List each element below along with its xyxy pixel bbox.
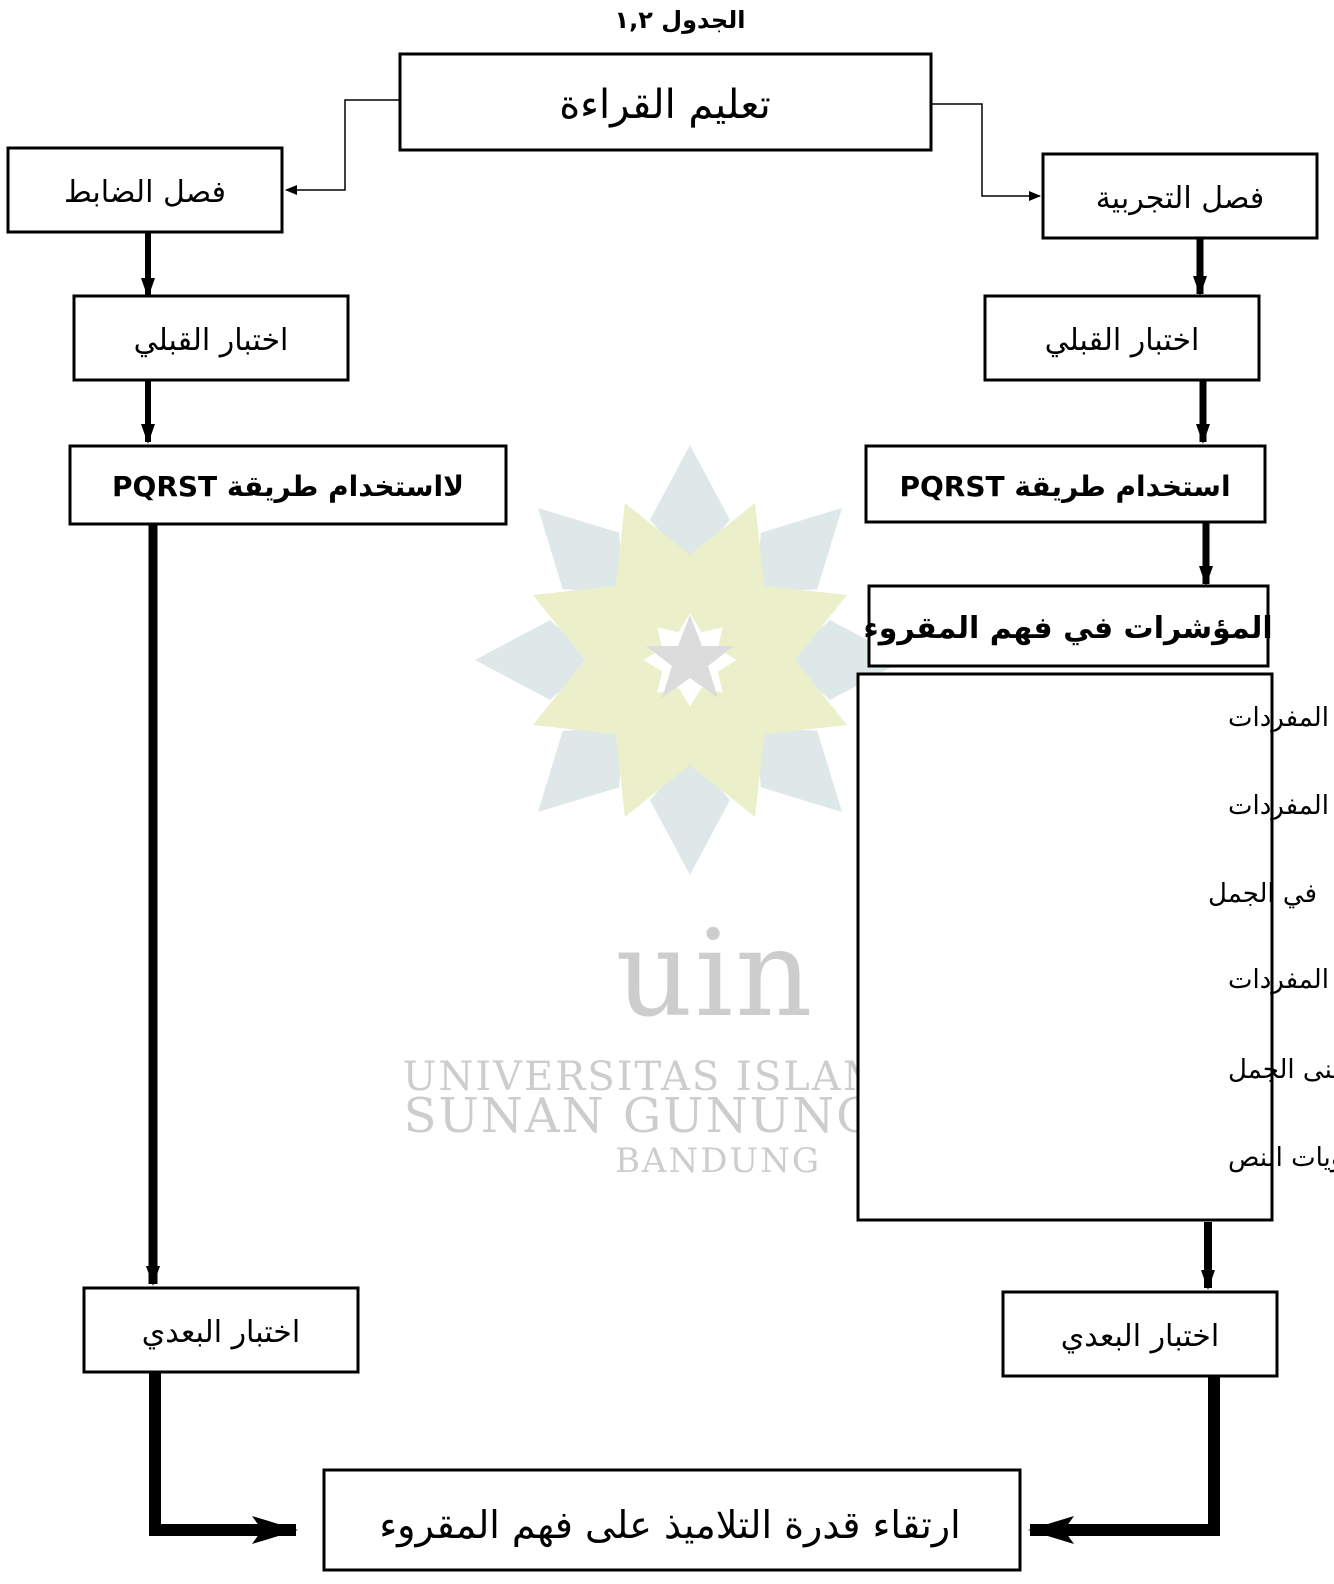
outcome-box — [322, 1468, 1022, 1572]
left-posttest-label: اختبار البعدي — [142, 1315, 300, 1350]
left-class-box — [6, 146, 284, 234]
right-posttest-box — [1001, 1290, 1279, 1378]
root-label: تعليم القراءة — [559, 82, 771, 128]
indicator-item: ٤. فهم معنى الجمل — [1228, 1055, 1334, 1085]
connector-root-left — [285, 99, 400, 195]
right-pretest-box — [983, 294, 1261, 382]
left-method-label: لااستخدام طريقة PQRST — [112, 470, 464, 503]
right-pretest-label: اختبار القبلي — [1045, 323, 1200, 358]
diagram-title: الجدول ١,٢ — [615, 6, 746, 34]
watermark-logo-text: uin — [616, 905, 815, 1044]
indicators-title: المؤشرات في فهم المقروء — [863, 611, 1272, 646]
left-pretest-box — [72, 294, 350, 382]
right-class-label: فصل التجربية — [1096, 181, 1265, 216]
connector-root-right — [931, 103, 1041, 201]
indicator-item: ٥. فهم محتويات النص — [1228, 1143, 1334, 1173]
indicators-title-box — [867, 584, 1270, 668]
watermark-line-2: SUNAN GUNUNG — [404, 1088, 877, 1144]
indicator-item: ١. معرفة تنوع المفردات — [1228, 703, 1334, 733]
right-posttest-label: اختبار البعدي — [1061, 1319, 1219, 1354]
indicator-item: في الجمل — [1208, 879, 1317, 909]
outcome-label: ارتقاء قدرة التلاميذ على فهم المقروء — [379, 1503, 960, 1548]
left-method-box — [68, 444, 508, 526]
arrow-right-posttest-outcome — [1028, 1376, 1220, 1544]
watermark-line-3: BANDUNG — [615, 1141, 821, 1181]
indicator-item: ٢. معرفة استخدام المفردات — [1228, 791, 1334, 821]
watermark-line-1: UNIVERSITAS ISLAM N — [403, 1054, 938, 1100]
left-pretest-label: اختبار القبلي — [134, 323, 289, 358]
right-method-box — [864, 444, 1267, 524]
arrow-left-posttest-outcome — [149, 1372, 298, 1544]
right-class-box — [1041, 152, 1319, 240]
left-class-label: فصل الضابط — [64, 175, 226, 210]
root-box — [398, 52, 933, 152]
indicator-item: ٣. مهرفة معاني المفردات — [1228, 965, 1334, 995]
left-posttest-box — [82, 1286, 360, 1374]
right-method-label: استخدام طريقة PQRST — [899, 470, 1230, 503]
indicators-list-box — [856, 672, 1274, 1222]
watermark-logo: uin UNIVERSITAS ISLAM N SUNAN GUNUNG BAN… — [403, 445, 938, 1181]
